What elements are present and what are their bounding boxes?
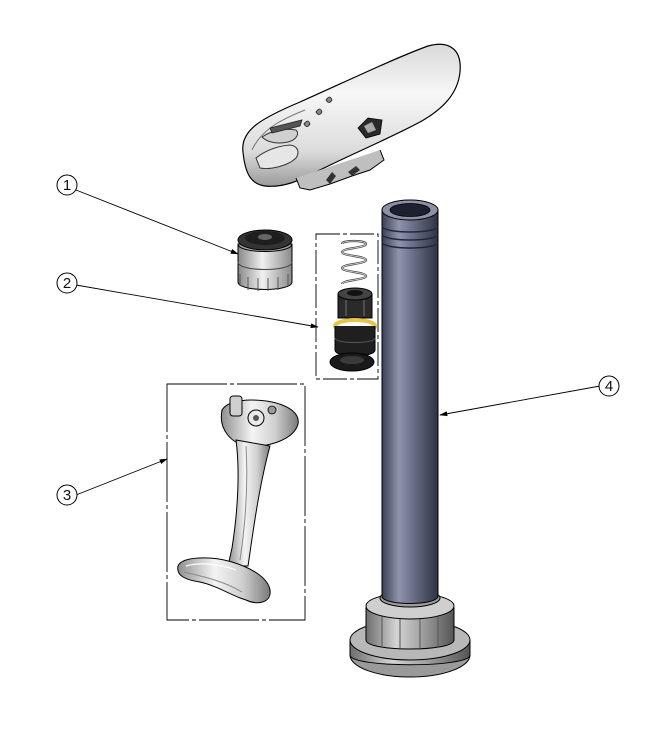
leader-line-3 [75,458,168,496]
cap-part-1 [237,229,293,291]
callout-4: 4 [598,375,620,397]
part-2-frame [315,233,379,380]
leader-line-2 [75,284,319,329]
cartridge-group-part-2 [315,233,379,380]
callout-1: 1 [56,174,78,196]
pipe-part-4 [349,199,471,678]
spring-icon [340,239,368,286]
callout-4-label: 4 [605,378,613,395]
handle-group-part-3 [166,383,306,621]
leader-line-1 [75,189,239,255]
callout-2-label: 2 [63,275,71,292]
callout-2: 2 [56,272,78,294]
callout-3: 3 [56,484,78,506]
leader-lines [75,189,601,496]
callout-1-label: 1 [63,177,71,194]
cartridge-icon [329,287,377,372]
leader-line-4 [439,385,601,417]
part-3-frame [166,383,306,621]
handle-icon [177,395,299,604]
bubbler-head-part [242,43,461,191]
callout-3-label: 3 [63,487,71,504]
